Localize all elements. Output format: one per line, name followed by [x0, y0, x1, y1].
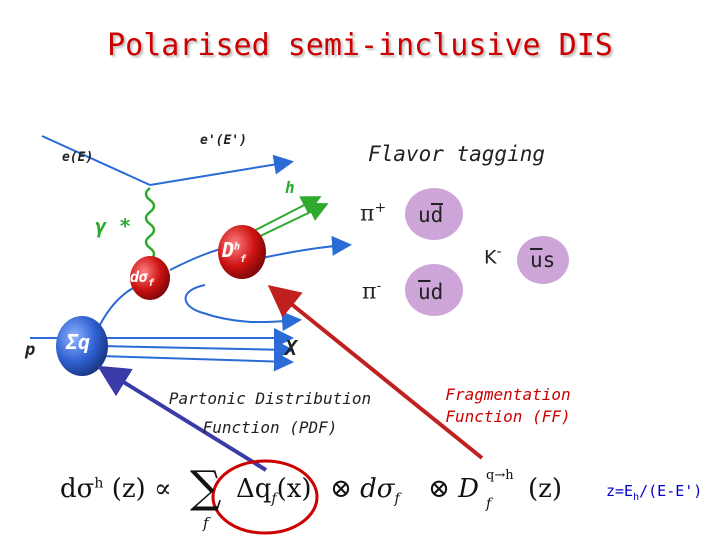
fragmentation-blob: [218, 225, 266, 279]
outgoing-electron-label: e'(E'): [200, 133, 247, 148]
pi-plus-quarks: ud: [418, 203, 444, 227]
incoming-electron-label: e(E): [62, 150, 94, 165]
outgoing-electron-line: [149, 154, 294, 186]
z-definition: z=Eh/(E-E'): [606, 482, 703, 503]
pdf-highlight-circle: [211, 459, 319, 535]
page-title: Polarised semi-inclusive DIS: [107, 28, 613, 63]
formula-pdf: Δqf(x): [236, 474, 312, 508]
k-minus-quarks: us: [530, 248, 556, 272]
ff-pointer-arrow: [267, 284, 484, 460]
hadron-label: h: [285, 178, 295, 197]
final-state-x-label: X: [285, 336, 298, 360]
remnant-curve-arrow: [184, 284, 302, 332]
formula-lhs-arg: (z) ∝: [111, 474, 172, 504]
formula-sum-sub: f: [203, 514, 209, 532]
formula-frag-arg: (z): [528, 474, 562, 504]
pdf-pointer-arrow: [97, 365, 268, 472]
proton-line-2: [99, 339, 294, 360]
proton-label: p: [25, 340, 36, 360]
formula-sum: ∑: [190, 462, 222, 513]
incoming-electron-line: [41, 135, 151, 186]
flavor-tagging-heading: Flavor tagging: [368, 142, 546, 166]
fragmentation-function-label: Dhf: [222, 238, 247, 265]
hadron-arrow-1: [247, 196, 322, 235]
formula-convolution-1: ⊗ dσf: [330, 474, 400, 508]
fragment-arrow: [261, 235, 352, 259]
formula-frag-sub: f: [486, 496, 492, 512]
pi-plus-label: π+: [360, 200, 387, 227]
hadron-arrow-2: [251, 202, 329, 241]
formula-frag-sup: q→h: [486, 468, 514, 483]
pdf-note: Partonic Distribution Function (PDF): [168, 389, 372, 437]
cross-section-formula: dσh (z) ∝: [60, 474, 172, 504]
formula-lhs: dσ: [60, 474, 95, 504]
ff-note: Fragmentation Function (FF): [445, 385, 571, 426]
dsigma-label: dσf: [130, 268, 155, 289]
sigma-q-label: Σq: [66, 330, 91, 354]
proton-line-3: [99, 351, 294, 372]
k-minus-label: K-: [484, 244, 502, 269]
proton-blob: [56, 316, 108, 376]
virtual-photon-label: γ *: [95, 214, 132, 238]
formula-convolution-2: ⊗ D: [428, 474, 479, 504]
pi-minus-quarks: ud: [418, 280, 444, 304]
hard-scattering-blob: [130, 256, 170, 300]
pi-minus-label: π-: [362, 278, 382, 305]
virtual-photon-line: [144, 187, 156, 261]
